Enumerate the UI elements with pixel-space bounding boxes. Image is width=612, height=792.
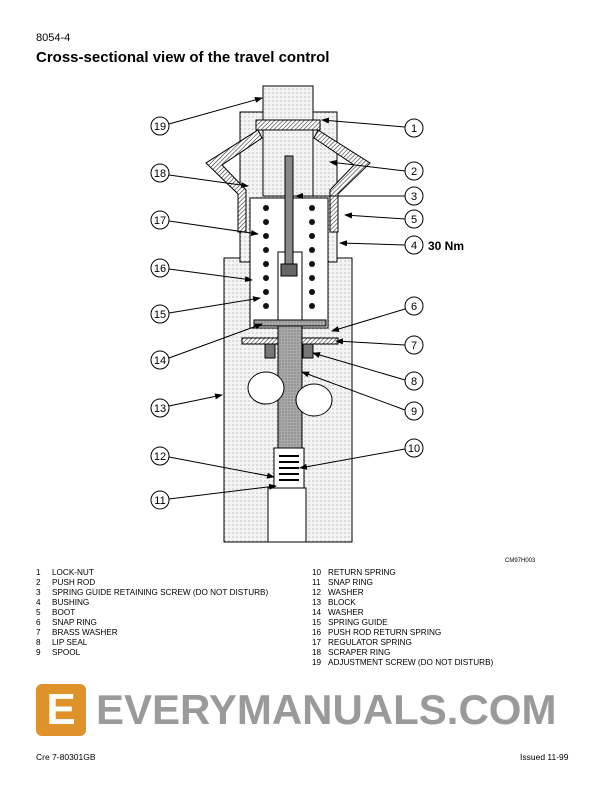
callout-9: 9 [404,401,424,421]
callout-15: 15 [150,304,170,324]
callout-2: 2 [404,161,424,181]
callout-19: 19 [150,116,170,136]
svg-text:18: 18 [154,168,166,180]
page-reference: 8054-4 [36,32,71,44]
svg-text:15: 15 [154,309,166,321]
svg-text:4: 4 [411,240,417,252]
footer-doc-ref: Cre 7-80301GB [36,752,96,762]
callout-16: 16 [150,258,170,278]
svg-text:3: 3 [411,191,417,203]
svg-text:19: 19 [154,121,166,133]
svg-text:9: 9 [411,406,417,418]
port-left [247,371,285,405]
callout-1: 1 [404,118,424,138]
svg-text:5: 5 [411,214,417,226]
callout-11: 11 [150,490,170,510]
torque-label: 30 Nm [428,239,464,253]
callout-12: 12 [150,446,170,466]
callout-7: 7 [404,335,424,355]
callout-14: 14 [150,350,170,370]
callout-10: 10 [404,438,424,458]
port-right [295,383,333,417]
svg-text:6: 6 [411,301,417,313]
callout-5: 5 [404,209,424,229]
lip-seal-left [264,343,276,359]
callout-18: 18 [150,163,170,183]
svg-text:17: 17 [154,215,166,227]
callout-8: 8 [404,371,424,391]
page-title: Cross-sectional view of the travel contr… [36,49,330,66]
callout-3: 3 [404,186,424,206]
svg-text:13: 13 [154,403,166,415]
washer-14 [253,319,327,327]
footer-issue-date: Issued 11-99 [520,752,569,762]
svg-text:10: 10 [408,443,420,455]
svg-text:7: 7 [411,340,417,352]
svg-text:12: 12 [154,451,166,463]
lock-nut [255,119,321,131]
lip-seal-right [302,343,314,359]
svg-text:11: 11 [154,495,165,507]
figure-id: CM97H003 [505,558,536,564]
svg-text:16: 16 [154,263,166,275]
leader-lines [168,96,406,500]
callout-13: 13 [150,398,170,418]
lower-bore [267,487,307,543]
callout-17: 17 [150,210,170,230]
callout-6: 6 [404,296,424,316]
retaining-screw-head [280,263,298,277]
callout-4: 4 [404,235,424,255]
regulator-spring [263,205,315,309]
svg-text:8: 8 [411,376,417,388]
svg-text:1: 1 [411,123,417,135]
callouts: 19 1 18 2 3 17 5 4 30 Nm 16 6 15 7 14 8 … [150,116,464,510]
push-rod [284,155,294,267]
svg-text:2: 2 [411,166,417,178]
svg-text:14: 14 [154,355,166,367]
return-spring [279,455,299,481]
